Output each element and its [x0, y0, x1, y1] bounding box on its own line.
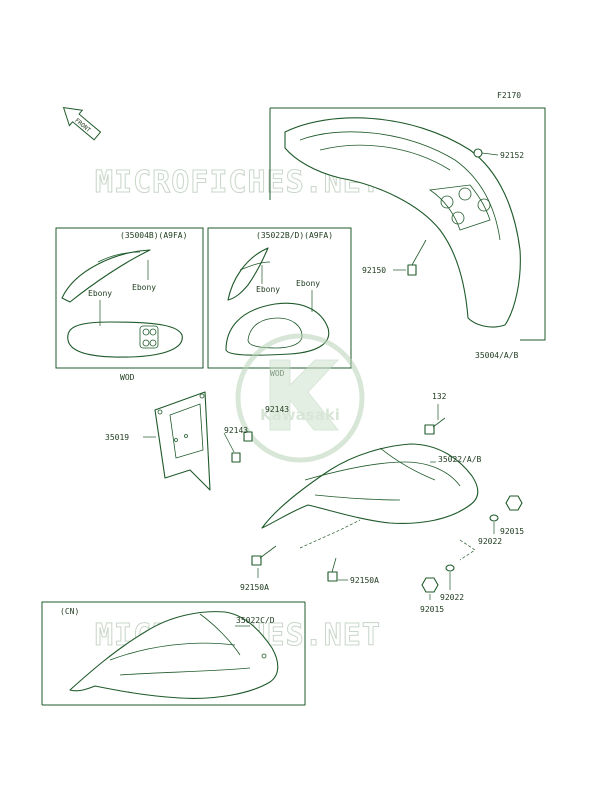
- callout-35019: 35019: [105, 433, 129, 442]
- callout-92022-a: 92022: [478, 537, 502, 546]
- inset-right-ebony-2: Ebony: [296, 279, 320, 288]
- inset-left-fender-side: [61, 249, 151, 303]
- kawasaki-logo-text: Kawasaki: [260, 406, 340, 424]
- inset-right-ebony-1: Ebony: [256, 285, 280, 294]
- lead-92152: [481, 152, 499, 156]
- grommet-92152-icon: [473, 148, 483, 158]
- callout-92143-b: 92143: [224, 426, 248, 435]
- callout-35022: 35022/A/B: [438, 455, 482, 464]
- callout-35022cd: 35022C/D: [236, 616, 275, 625]
- inset-left-ebony-2: Ebony: [88, 289, 112, 298]
- nut-92015-a-icon: [505, 495, 523, 511]
- callout-92022-b: 92022: [440, 593, 464, 602]
- lead-92143-b: [223, 432, 235, 453]
- bolt-132-icon: [424, 417, 446, 435]
- inset-bottom-frame-right: [42, 602, 306, 706]
- figure-code: F2170: [497, 91, 521, 100]
- collar-92143-a-icon: [243, 431, 253, 442]
- callout-132: 132: [432, 392, 447, 401]
- bolt-92150a-right-icon: [327, 557, 338, 582]
- callout-92143-a: 92143: [265, 405, 289, 414]
- callout-92150: 92150: [362, 266, 386, 275]
- front-fender-part: [284, 117, 521, 328]
- rear-fender-35022cd: [69, 611, 279, 699]
- inset-left-variant: WOD: [120, 373, 135, 382]
- rear-fender-35022: [261, 443, 479, 529]
- nut-92015-b-icon: [421, 577, 439, 593]
- inset-left-header: (35004B)(A9FA): [120, 231, 187, 240]
- number-plate-35019: [154, 391, 211, 491]
- inset-left-ebony-1: Ebony: [132, 283, 156, 292]
- inset-left-fender-top: [67, 321, 183, 358]
- inset-bottom-frame-left: [41, 601, 305, 705]
- guide-line-1: [299, 519, 361, 549]
- fender-frame: [270, 107, 546, 341]
- inset-right-cover-top: [225, 302, 330, 356]
- inset-bottom-header: (CN): [60, 607, 79, 616]
- callout-35004: 35004/A/B: [475, 351, 519, 360]
- callout-92015-b: 92015: [420, 605, 444, 614]
- kawasaki-logo-icon: Kawasaki: [235, 333, 365, 463]
- guide-line-2: [459, 539, 476, 561]
- callout-92015-a: 92015: [500, 527, 524, 536]
- bolt-92150-icon: [407, 239, 427, 276]
- inset-right-cover-side: [227, 247, 271, 301]
- washer-92022-a-icon: [489, 514, 499, 522]
- collar-92143-b-icon: [231, 452, 241, 463]
- callout-92152: 92152: [500, 151, 524, 160]
- inset-left-frame: [55, 227, 204, 369]
- front-arrow-icon: FRONT: [62, 107, 102, 141]
- callout-92150a-right: 92150A: [350, 576, 379, 585]
- callout-92150a-left: 92150A: [240, 583, 269, 592]
- bolt-92150a-left-icon: [251, 545, 277, 566]
- washer-92022-b-icon: [445, 564, 455, 572]
- inset-right-header: (35022B/D)(A9FA): [256, 231, 333, 240]
